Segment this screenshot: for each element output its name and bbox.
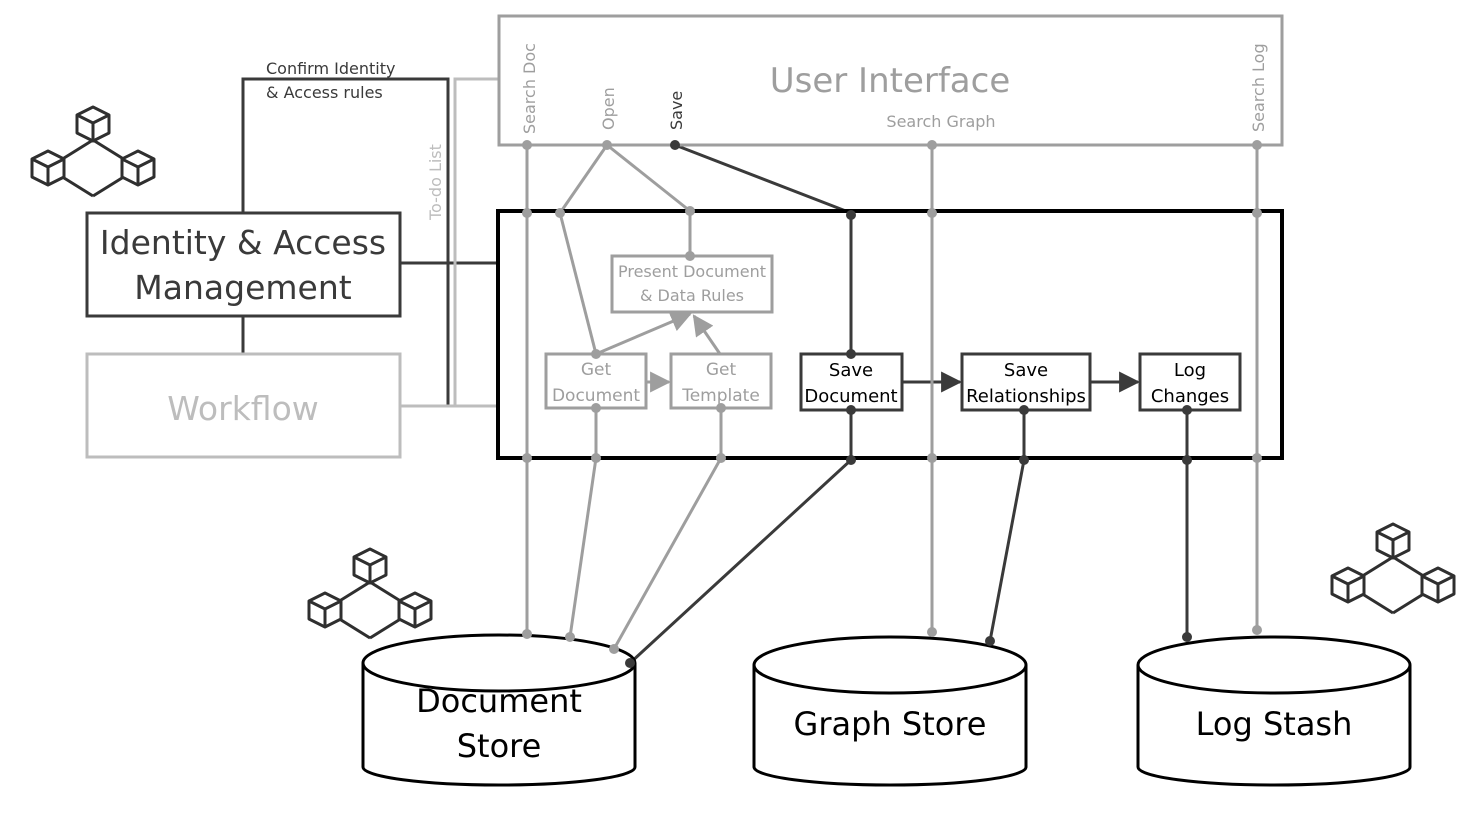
log-stash: Log Stash — [1136, 635, 1412, 787]
search-log-label: Search Log — [1249, 43, 1268, 132]
diagram-label: Store — [457, 727, 542, 765]
iam-label-line1: Identity & Access — [100, 223, 386, 262]
process-container — [496, 209, 1284, 460]
access-rules-label: & Access rules — [266, 83, 383, 102]
todo-list-line — [453, 77, 498, 406]
todo-list-label: To-do List — [426, 144, 445, 221]
log-changes-box: Log Changes — [1138, 352, 1242, 412]
diagram-label: Save — [1004, 360, 1048, 381]
graph-store: Graph Store — [752, 635, 1028, 787]
user-interface-box: User Interface Search Doc Open Save Sear… — [497, 14, 1284, 147]
get-document-box: Get Document — [544, 352, 648, 410]
workflow-label: Workflow — [167, 389, 319, 428]
iam-label-line2: Management — [134, 268, 351, 307]
confirm-identity-label: Confirm Identity — [266, 59, 395, 78]
cluster-cubes-icon — [1332, 524, 1454, 613]
get-template-box: Get Template — [669, 352, 773, 410]
search-doc-label: Search Doc — [520, 43, 539, 134]
confirm-identity-line — [241, 77, 450, 406]
diagram-label: Get — [706, 360, 737, 380]
search-graph-label: Search Graph — [886, 112, 995, 131]
diagram-label: Document — [552, 386, 640, 406]
diagram-label: Graph Store — [794, 705, 987, 743]
diagram-label: Changes — [1151, 386, 1229, 407]
junction-dots — [522, 140, 1262, 668]
diagram-label: Log Stash — [1196, 705, 1353, 743]
document-store: Document Store — [361, 633, 637, 787]
diagram-label: Template — [681, 386, 760, 406]
cluster-cubes-icon — [32, 107, 154, 196]
present-document-box: Present Document & Data Rules — [610, 254, 774, 314]
save-label: Save — [667, 91, 686, 130]
save-relationships-box: Save Relationships — [960, 352, 1092, 412]
workflow-box: Workflow — [85, 352, 402, 459]
save-line — [674, 143, 853, 354]
user-interface-title: User Interface — [770, 61, 1011, 101]
diagram-label: Log — [1174, 360, 1206, 381]
diagram-label: Get — [581, 360, 612, 380]
iam-box: Identity & Access Management — [85, 211, 402, 318]
diagram-label: Relationships — [966, 386, 1086, 407]
diagram-label: Document — [416, 682, 582, 720]
diagram-label: Document — [804, 386, 897, 407]
diagram-label: Save — [829, 360, 873, 381]
diagram-label: Present Document — [618, 262, 766, 281]
open-label: Open — [599, 87, 618, 130]
save-document-box: Save Document — [799, 352, 904, 412]
cluster-cubes-icon — [309, 549, 431, 638]
diagram-label: & Data Rules — [640, 286, 744, 305]
